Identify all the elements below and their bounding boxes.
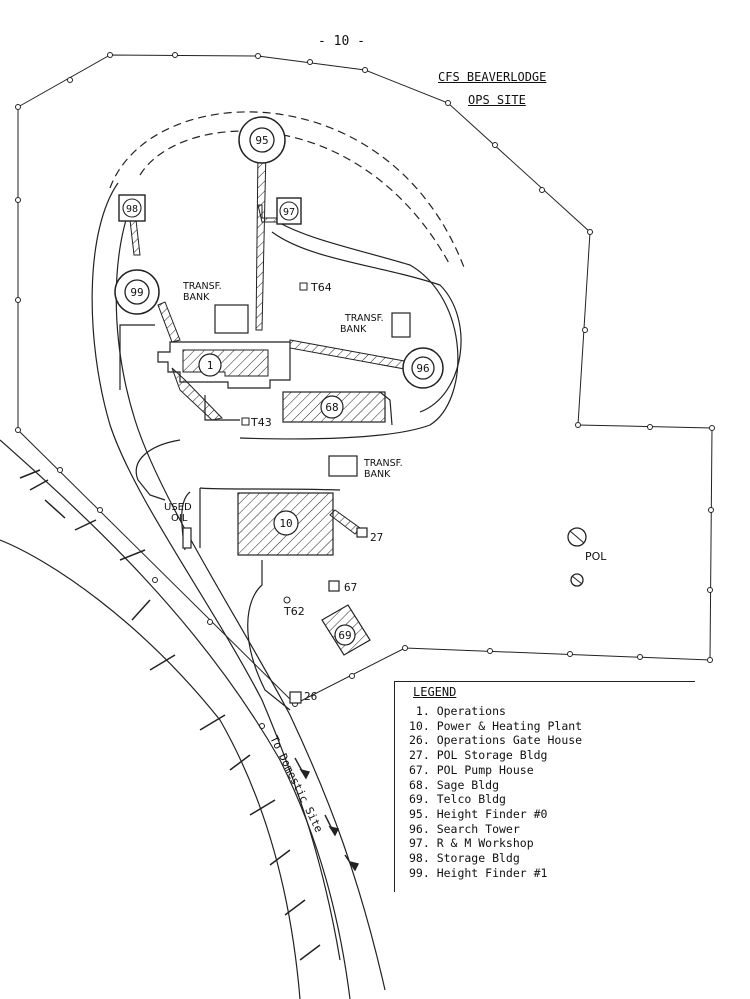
transformer-bank-east (391, 312, 411, 338)
legend-title: LEGEND (413, 685, 457, 699)
highway-tick-marks (19, 469, 321, 961)
label-transf-bank-west-1: TRANSF. (182, 281, 222, 292)
road-arrows (294, 757, 360, 872)
label-building-67: 67 (344, 581, 357, 594)
label-building-27: 27 (370, 531, 383, 544)
label-transf-bank-west-2: BANK (183, 292, 210, 303)
building-10 (237, 492, 334, 556)
pol-tanks (567, 527, 587, 587)
legend-item: 27. POL Storage Bldg (409, 748, 548, 763)
building-number-labels: 1 68 10 69 95 96 99 97 98 (126, 134, 430, 642)
label-building-97: 97 (283, 207, 295, 218)
radar-clearance-arcs (109, 111, 466, 271)
label-building-99: 99 (130, 286, 143, 299)
label-building-26: 26 (304, 690, 317, 703)
label-building-68: 68 (325, 401, 338, 414)
page-number: - 10 - (318, 34, 365, 49)
t62-marker (283, 596, 291, 604)
map-title: CFS BEAVERLODGE (438, 70, 547, 84)
transformer-bank-south (328, 455, 358, 477)
legend-item: 10. Power & Heating Plant (409, 718, 583, 733)
legend-item: 98. Storage Bldg (409, 851, 520, 866)
legend-list: 1. Operations 10. Power & Heating Plant … (409, 704, 582, 880)
outside-building-labels: 27 67 26 (304, 531, 383, 703)
legend: LEGEND 1. Operations 10. Power & Heating… (394, 681, 695, 892)
building-97 (276, 197, 302, 225)
legend-item: 95. Height Finder #0 (409, 806, 548, 821)
legend-item: 99. Height Finder #1 (409, 865, 548, 880)
building-67-marker (328, 580, 340, 592)
tower-95 (238, 116, 286, 164)
label-transf-bank-east-1: TRANSF. (344, 313, 384, 324)
legend-item: 67. POL Pump House (409, 762, 534, 777)
label-transf-bank-south-1: TRANSF. (363, 458, 403, 469)
label-building-98: 98 (126, 204, 138, 215)
building-69 (321, 604, 371, 656)
label-used-oil-2: OIL (171, 513, 188, 524)
label-building-69: 69 (338, 629, 351, 642)
label-road-to-domestic-site: To Domestic Site (267, 734, 325, 835)
building-1 (157, 341, 291, 389)
label-used-oil-1: USED (164, 502, 192, 513)
building-98 (118, 194, 146, 222)
label-building-1: 1 (207, 359, 214, 372)
building-26-marker (289, 691, 302, 704)
legend-item: 97. R & M Workshop (409, 836, 534, 851)
label-building-10: 10 (279, 517, 292, 530)
label-t64: T64 (310, 281, 332, 294)
legend-item: 69. Telco Bldg (409, 792, 506, 807)
map-text-labels: TRANSF. BANK TRANSF. BANK TRANSF. BANK T… (164, 281, 607, 618)
perimeter-fence (15, 52, 715, 729)
legend-item: 1. Operations (409, 704, 506, 718)
legend-item: 68. Sage Bldg (409, 777, 500, 792)
used-oil-tank (182, 527, 192, 549)
building-27-marker (356, 527, 368, 538)
label-t62: T62 (283, 605, 305, 618)
tower-96 (402, 347, 444, 389)
label-pol: POL (585, 550, 607, 563)
map-subtitle: OPS SITE (468, 93, 526, 107)
label-t43: T43 (250, 416, 272, 429)
tower-99 (114, 269, 160, 315)
label-transf-bank-east-2: BANK (340, 324, 367, 335)
building-68 (282, 391, 386, 423)
transformer-bank-west (214, 304, 249, 334)
highway (0, 439, 351, 999)
label-transf-bank-south-2: BANK (364, 469, 391, 480)
label-building-96: 96 (416, 362, 429, 375)
legend-item: 26. Operations Gate House (409, 733, 583, 748)
t43-marker (241, 417, 250, 426)
legend-item: 96. Search Tower (409, 821, 520, 836)
label-building-95: 95 (255, 134, 268, 147)
t64-marker (299, 282, 308, 291)
